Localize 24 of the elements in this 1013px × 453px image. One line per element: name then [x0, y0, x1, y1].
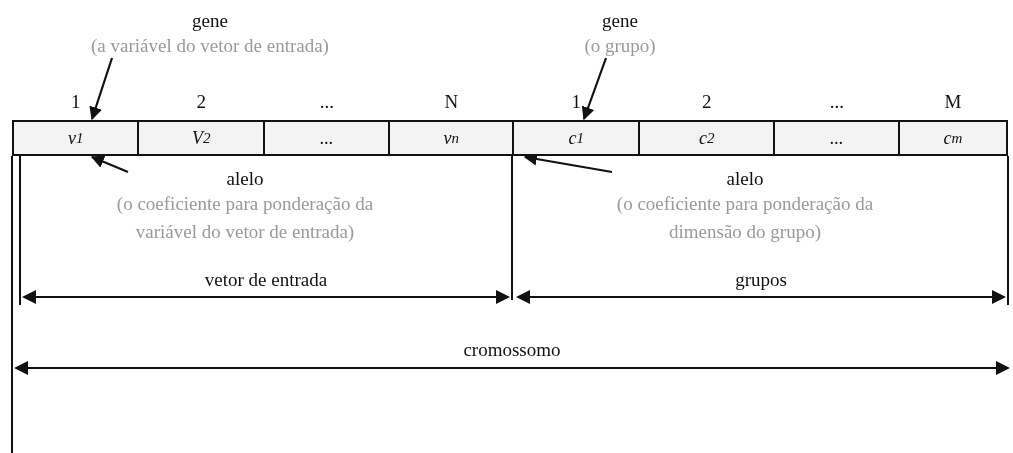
node-heading: gene — [191, 10, 229, 32]
gene-index: ... — [318, 92, 335, 112]
node-description: (o coeficiente para ponderação da variável do vetor de entrada) — [115, 192, 375, 244]
node-heading: alelo — [725, 168, 765, 190]
gene-index: ... — [828, 92, 845, 112]
gene-index: 2 — [195, 92, 207, 112]
node-heading: gene — [601, 10, 639, 32]
node-description: (o grupo) — [583, 34, 657, 58]
node-description: (a variável do vetor de entrada) — [90, 34, 330, 58]
gene-index: 1 — [70, 92, 82, 112]
dimension-label: cromossomo — [462, 340, 562, 360]
node-description: (o coeficiente para ponderação da dimensão do grupo) — [615, 192, 875, 244]
leader-arrow — [90, 155, 129, 173]
leader-arrow — [89, 57, 114, 121]
gene-cell: ... — [773, 120, 901, 156]
gene-index: N — [443, 92, 460, 112]
leader-arrow — [581, 57, 608, 121]
dimension-label: vetor de entrada — [203, 270, 329, 290]
gene-index: M — [943, 92, 963, 112]
gene-index: 2 — [701, 92, 713, 112]
gene-cell: ... — [263, 120, 391, 156]
node-heading: alelo — [225, 168, 265, 190]
gene-index: 1 — [570, 92, 582, 112]
dimension-label: grupos — [734, 270, 788, 290]
